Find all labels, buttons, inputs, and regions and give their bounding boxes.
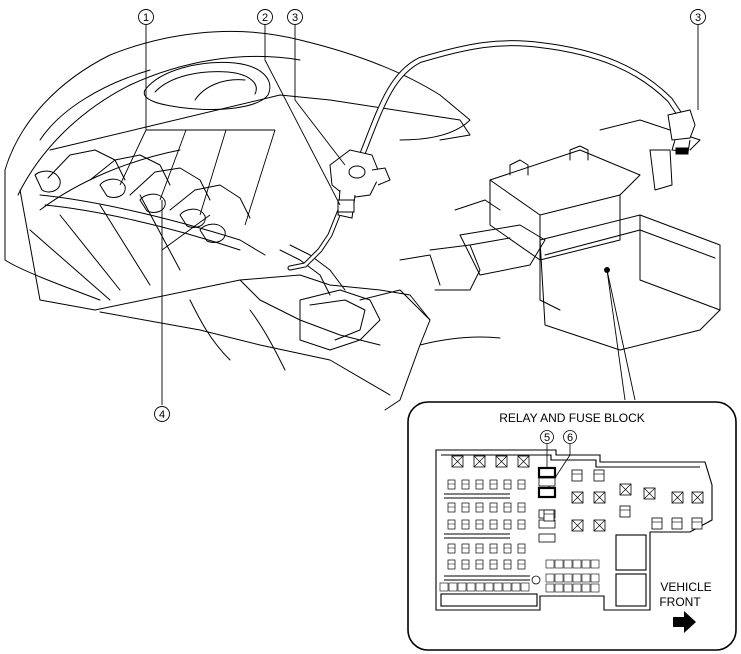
svg-text:3: 3	[292, 12, 298, 24]
callout-4: 4	[154, 406, 170, 422]
callout-1: 1	[138, 9, 154, 25]
callout-5: 5	[540, 430, 554, 444]
relay-fuse-block-inset: RELAY AND FUSE BLOCK 5 6	[407, 401, 737, 651]
callout-leaders	[119, 25, 699, 405]
svg-text:6: 6	[567, 432, 573, 444]
inset-title: RELAY AND FUSE BLOCK	[499, 411, 645, 425]
arrow-right-icon	[673, 611, 696, 633]
right-connector	[667, 109, 696, 155]
callout-3-right: 3	[690, 9, 706, 25]
purge-valve-assembly	[329, 149, 391, 219]
harness-lines	[287, 40, 683, 271]
engine-artwork	[4, 30, 721, 411]
callout-3-left: 3	[287, 9, 303, 25]
fuse-5-highlight	[537, 466, 557, 479]
svg-text:5: 5	[544, 432, 550, 444]
vehicle-front-label-line1: VEHICLE	[660, 580, 711, 594]
vehicle-front-label-line2: FRONT	[659, 595, 701, 609]
callout-6: 6	[563, 430, 577, 444]
svg-text:1: 1	[143, 12, 149, 24]
fuse-grid-bottom	[439, 559, 600, 593]
svg-text:3: 3	[695, 12, 701, 24]
svg-text:4: 4	[159, 409, 165, 421]
fuse-6-highlight	[537, 486, 557, 499]
fuse-block-outline	[435, 449, 713, 611]
callout-2: 2	[257, 9, 273, 25]
svg-text:2: 2	[262, 12, 268, 24]
